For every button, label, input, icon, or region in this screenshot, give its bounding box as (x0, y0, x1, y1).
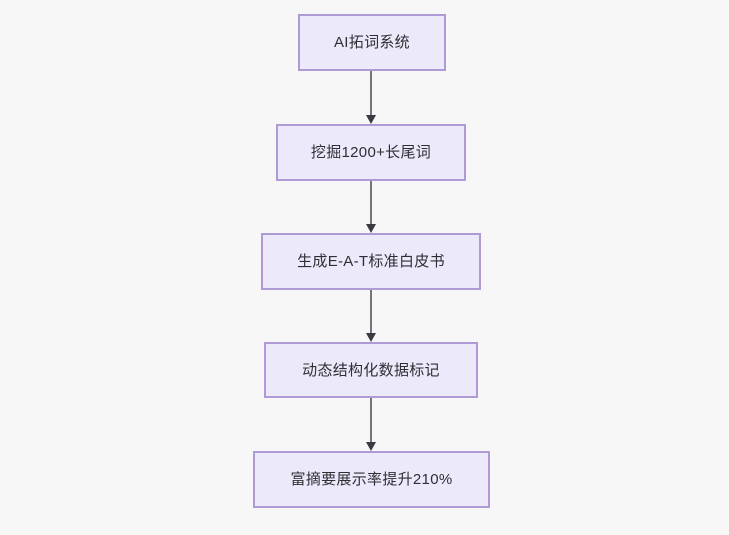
arrowhead-icon (366, 115, 376, 124)
edge-line (370, 398, 372, 442)
flow-node-n4[interactable]: 动态结构化数据标记 (264, 342, 478, 398)
edge-line (370, 290, 372, 333)
flow-node-label: 挖掘1200+长尾词 (310, 144, 432, 161)
flow-node-n2[interactable]: 挖掘1200+长尾词 (276, 124, 466, 181)
flow-node-n3[interactable]: 生成E-A-T标准白皮书 (261, 233, 481, 290)
arrowhead-icon (366, 442, 376, 451)
flow-node-label: 富摘要展示率提升210% (290, 471, 453, 488)
flow-node-n5[interactable]: 富摘要展示率提升210% (253, 451, 490, 508)
flow-node-n1[interactable]: AI拓词系统 (298, 14, 446, 71)
arrowhead-icon (366, 333, 376, 342)
arrowhead-icon (366, 224, 376, 233)
flow-node-label: AI拓词系统 (334, 34, 410, 51)
flow-node-label: 生成E-A-T标准白皮书 (297, 253, 445, 270)
edge-line (370, 71, 372, 115)
edge-line (370, 181, 372, 224)
flow-node-label: 动态结构化数据标记 (302, 361, 440, 379)
